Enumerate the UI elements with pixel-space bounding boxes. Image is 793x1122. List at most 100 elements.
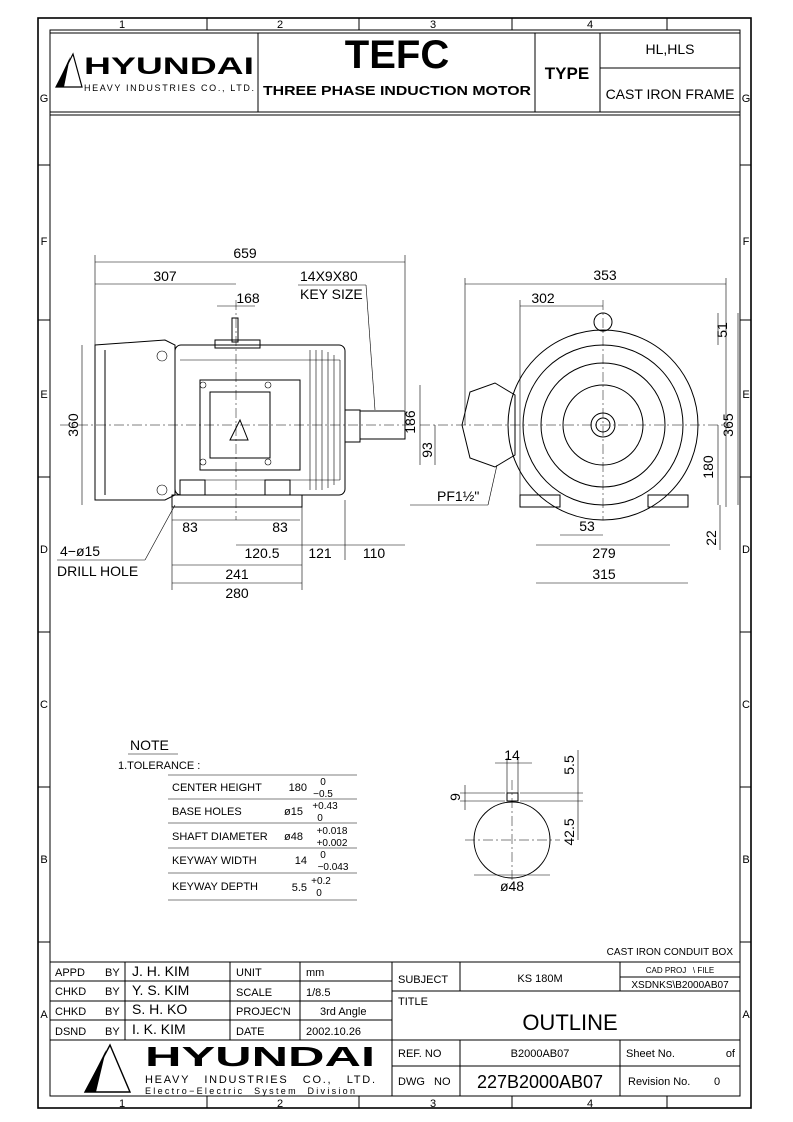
sig-key: DATE — [236, 1026, 265, 1038]
dim-half-base: 120.5 — [244, 545, 279, 561]
sig-by: BY — [105, 1026, 120, 1038]
tolerance-lower: −0.5 — [313, 789, 333, 800]
motor-type-title: TEFC — [345, 33, 449, 77]
tolerance-nominal: 14 — [295, 855, 307, 867]
dim-to-center: 302 — [531, 290, 555, 306]
tolerance-nominal: ø48 — [284, 831, 303, 843]
type-value: HL,HLS — [645, 41, 694, 57]
dim-box-center: 93 — [419, 442, 435, 458]
zone-col: 3 — [430, 19, 436, 31]
header-block: HYUNDAI HEAVY INDUSTRIES CO., LTD. TEFC … — [49, 32, 741, 116]
title-label: TITLE — [398, 996, 428, 1008]
sig-role: CHKD — [55, 1006, 86, 1018]
subject-value: KS 180M — [517, 973, 562, 985]
drawing-title: OUTLINE — [522, 1010, 617, 1035]
dim-eye: 51 — [714, 322, 730, 338]
dim-base-total: 280 — [225, 585, 249, 601]
dim-hole-label: DRILL HOLE — [57, 563, 138, 579]
tolerance-label: SHAFT DIAMETER — [172, 831, 268, 843]
tolerance-upper: +0.018 — [317, 826, 348, 837]
zone-col: 2 — [277, 19, 283, 31]
sig-key: SCALE — [236, 987, 272, 999]
sig-by: BY — [105, 967, 120, 979]
zone-row: C — [40, 699, 48, 711]
sig-name: S. H. KO — [132, 1001, 187, 1017]
dim-base-b: 279 — [592, 545, 616, 561]
tolerance-upper: 0 — [320, 850, 326, 861]
sig-value: 3rd Angle — [320, 1006, 366, 1018]
logo-company-line: HEAVY INDUSTRIES CO., LTD. — [145, 1074, 375, 1086]
zone-row: G — [40, 93, 49, 105]
sig-by: BY — [105, 986, 120, 998]
frame-material: CAST IRON FRAME — [606, 86, 735, 102]
sheet-of: of — [726, 1048, 736, 1060]
zone-col: 1 — [119, 1098, 125, 1110]
sig-role: CHKD — [55, 986, 86, 998]
tolerance-lower: −0.043 — [318, 862, 349, 873]
zone-row: G — [742, 93, 751, 105]
tolerance-upper: 0 — [320, 777, 326, 788]
tolerance-label: KEYWAY DEPTH — [172, 881, 258, 893]
svg-text:HYUNDAI: HYUNDAI — [84, 53, 254, 80]
zone-row: F — [743, 236, 750, 248]
dim-shaft-height: 186 — [402, 410, 418, 434]
zone-col: 4 — [587, 1098, 593, 1110]
tolerance-label: KEYWAY WIDTH — [172, 855, 257, 867]
ref-label: REF. NO — [398, 1048, 442, 1060]
revision-label: Revision No. — [628, 1076, 690, 1088]
tolerance-label: BASE HOLES — [172, 806, 242, 818]
sig-value: 1/8.5 — [306, 987, 330, 999]
zone-row: A — [40, 1009, 48, 1021]
tolerance-lower: 0 — [317, 813, 323, 824]
zone-row: D — [742, 544, 750, 556]
sig-name: J. H. KIM — [132, 963, 190, 979]
tolerance-lower: +0.002 — [317, 838, 348, 849]
zone-row: F — [41, 236, 48, 248]
dim-foot-left: 83 — [182, 519, 198, 535]
zone-row: E — [40, 389, 47, 401]
dim-depth-to-center: 42.5 — [561, 818, 577, 845]
tolerance-label: CENTER HEIGHT — [172, 782, 262, 794]
dim-width-total: 353 — [593, 267, 617, 283]
subject-label: SUBJECT — [398, 974, 448, 986]
zone-col: 2 — [277, 1098, 283, 1110]
logo-subtitle: HEAVY INDUSTRIES CO., LTD. — [84, 83, 254, 93]
tolerance-nominal: 180 — [289, 782, 307, 794]
zone-col: 3 — [430, 1098, 436, 1110]
title-block: CAST IRON CONDUIT BOX APPD BY J. H. KIM … — [50, 947, 740, 1096]
sig-value: 2002.10.26 — [306, 1026, 361, 1038]
hyundai-logo-large-icon: HYUNDAI — [83, 1041, 375, 1093]
zone-col: 4 — [587, 19, 593, 31]
dim-terminal: 168 — [236, 290, 260, 306]
zone-col: 1 — [119, 19, 125, 31]
drawing-number: 227B2000AB07 — [477, 1072, 603, 1092]
dim-key-size: 14X9X80 — [300, 268, 358, 284]
tolerance-nominal: 5.5 — [292, 882, 307, 894]
dim-shaft-length: 110 — [363, 545, 386, 561]
tolerance-lower: 0 — [316, 888, 322, 899]
note-item: 1.TOLERANCE : — [118, 760, 200, 772]
dim-key-height: 9 — [447, 793, 463, 801]
shaft-section: 14 5.5 9 42.5 ø48 — [447, 747, 583, 894]
zone-row: B — [742, 854, 749, 866]
hyundai-logo-icon: HYUNDAI — [55, 52, 254, 88]
sig-name: I. K. KIM — [132, 1021, 186, 1037]
dwg-label: DWG NO — [398, 1076, 451, 1088]
front-view: 353 302 51 365 180 186 93 PF1½" 53 22 27… — [402, 267, 739, 584]
dim-height: 360 — [65, 413, 81, 437]
cad-label: CAD PROJ \ FILE — [646, 966, 714, 975]
motor-subtitle: THREE PHASE INDUCTION MOTOR — [263, 83, 532, 98]
side-view: 659 307 14X9X80 KEY SIZE 168 360 83 83 1… — [57, 245, 415, 601]
sig-by: BY — [105, 1006, 120, 1018]
dim-base-total-front: 315 — [592, 566, 616, 582]
dim-key-size-label: KEY SIZE — [300, 286, 363, 302]
sig-key: PROJEC'N — [236, 1006, 291, 1018]
sig-value: mm — [306, 967, 324, 979]
dim-conduit: PF1½" — [437, 488, 479, 504]
dim-hole-count: 4−ø15 — [60, 543, 100, 559]
logo-division-line: Electro−Electric System Division — [145, 1086, 355, 1096]
ref-value: B2000AB07 — [511, 1048, 570, 1060]
tolerance-upper: +0.2 — [311, 876, 331, 887]
dim-c: 121 — [308, 545, 332, 561]
